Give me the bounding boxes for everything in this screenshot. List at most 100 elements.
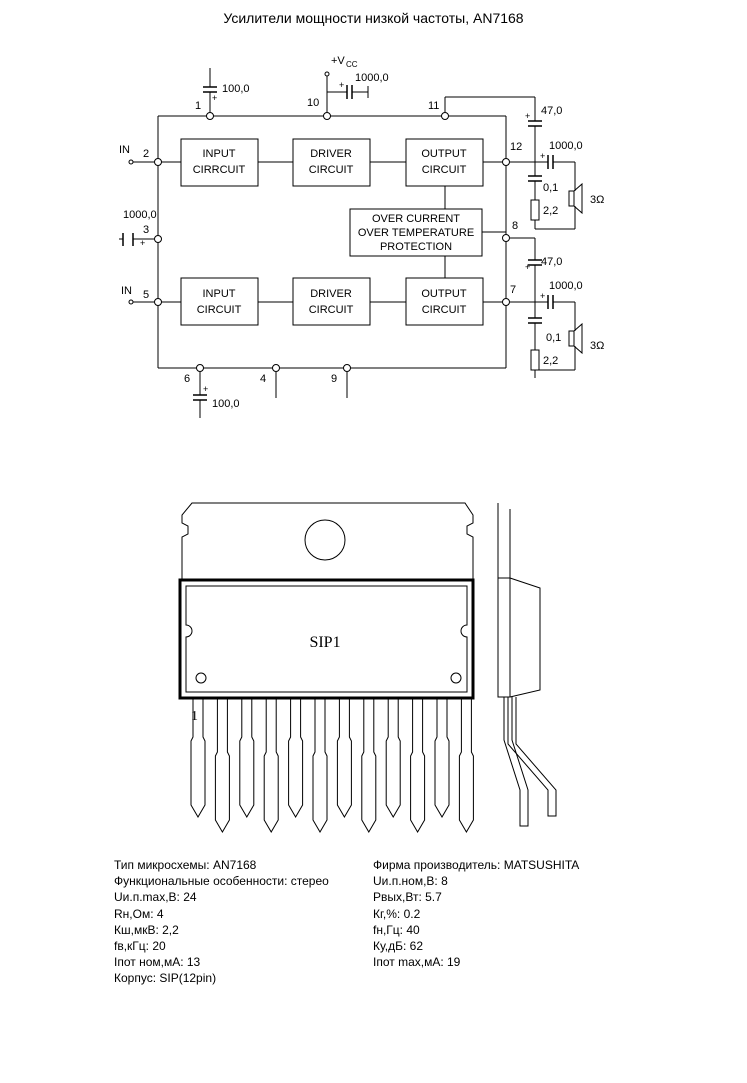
block-label: OVER TEMPERATURE: [358, 227, 474, 239]
pin-10-node: [323, 112, 331, 120]
cap-value: 47,0: [541, 105, 562, 117]
input-circuit-block-top: [180, 138, 259, 187]
package-lead: [190, 698, 206, 818]
svg-text:+: +: [540, 291, 545, 301]
capacitor-pin6: + 100,0: [193, 372, 240, 418]
input-terminal-bottom: [128, 299, 134, 305]
output-circuit-block-bottom: [405, 277, 484, 326]
vcc-supply: +V CC + 1000,0: [324, 55, 389, 112]
block-label: CIRCUIT: [197, 304, 242, 316]
heatsink-tab: [181, 502, 474, 581]
package-lead: [239, 698, 255, 818]
package-lead: [361, 698, 377, 833]
spec-line: Кш,мкВ: 2,2: [114, 922, 179, 937]
mounting-hole: [304, 519, 346, 561]
pin-label: 11: [428, 100, 439, 112]
input-label-top: IN: [119, 144, 130, 156]
package-lead: [458, 698, 474, 833]
pin-label: 1: [195, 100, 201, 112]
spec-line: Кг,%: 0.2: [373, 906, 421, 921]
speaker-value: 3Ω: [590, 194, 604, 206]
cap-value: 0,1: [543, 182, 558, 194]
page-title: Усилители мощности низкой частоты, AN716…: [223, 10, 524, 26]
svg-text:+: +: [525, 111, 530, 121]
capacitor-pin3: + 1000,0: [119, 209, 157, 248]
pin-4-node: [272, 364, 280, 372]
input-label-bottom: IN: [121, 285, 132, 297]
input-circuit-block-bottom: [180, 277, 259, 326]
pin-label: 3: [143, 224, 149, 236]
svg-text:+: +: [203, 384, 208, 394]
specs-left-column: Тип микросхемы: AN7168 Функциональные ос…: [114, 857, 329, 987]
pin-label: 7: [510, 284, 516, 296]
speaker-value: 3Ω: [590, 340, 604, 352]
res-value: 2,2: [543, 205, 558, 217]
package-lead: [410, 698, 426, 833]
pin-label: 4: [260, 373, 266, 385]
block-label: DRIVER: [310, 148, 352, 160]
package-lead: [214, 698, 230, 833]
package-label: SIP1: [309, 634, 340, 651]
pin-8-node: [502, 234, 510, 242]
svg-text:+: +: [339, 80, 344, 90]
block-label: INPUT: [203, 288, 236, 300]
pin-12-node: [502, 158, 510, 166]
spec-line: fн,Гц: 40: [373, 922, 420, 937]
capacitor-pin1: + 100,0: [203, 68, 250, 112]
corner-dot: [195, 672, 207, 684]
spec-line: Iпот max,мА: 19: [373, 955, 461, 970]
block-label: OVER CURRENT: [372, 213, 460, 225]
spec-line: Uи.п.ном,В: 8: [373, 874, 448, 889]
pin-5-node: [154, 298, 162, 306]
input-terminal-top: [128, 159, 134, 165]
block-label: CIRCUIT: [309, 304, 354, 316]
package-lead: [312, 698, 328, 833]
pin-7-node: [502, 298, 510, 306]
package-lead: [434, 698, 450, 818]
spec-line: fв,кГц: 20: [114, 939, 166, 954]
cap-value: 47,0: [541, 256, 562, 268]
spec-line: Iпот ном,мА: 13: [114, 955, 201, 970]
spec-line: Rн,Ом: 4: [114, 906, 164, 921]
package-side-view: [497, 503, 557, 827]
block-label: PROTECTION: [380, 241, 452, 253]
spec-line: Функциональные особенности: стерео: [114, 874, 329, 889]
cap-value: 100,0: [212, 398, 240, 410]
output-network-top: + 47,0 + 1000,0 0,1 2,2 3Ω: [510, 97, 604, 230]
cap-value: 0,1: [546, 332, 561, 344]
output-network-bottom: + 47,0 + 1000,0 0,1 2,2 3Ω: [510, 237, 604, 378]
cap-value: 100,0: [222, 83, 250, 95]
pin-9-node: [343, 364, 351, 372]
spec-line: Корпус: SIP(12pin): [114, 971, 217, 986]
package-lead: [263, 698, 279, 833]
driver-circuit-block-top: [292, 138, 371, 187]
pin-3-node: [154, 235, 162, 243]
driver-circuit-block-bottom: [292, 277, 371, 326]
block-label: INPUT: [203, 148, 236, 160]
speaker-icon: [568, 330, 575, 347]
package-leads: [190, 698, 474, 833]
pin-label: 6: [184, 373, 190, 385]
block-label: DRIVER: [310, 288, 352, 300]
spec-line: Ку,дБ: 62: [373, 939, 424, 954]
res-value: 2,2: [543, 355, 558, 367]
pin-1-node: [206, 112, 214, 120]
pin-11-node: [441, 112, 449, 120]
cap-value: 1000,0: [355, 72, 389, 84]
package-body: [178, 578, 475, 700]
pin1-marker: 1: [191, 709, 198, 724]
pin-6-node: [196, 364, 204, 372]
block-label: CIRCUIT: [309, 164, 354, 176]
spec-line: Тип микросхемы: AN7168: [114, 858, 257, 872]
protection-block: [349, 208, 483, 257]
spec-line: Uи.п.max,В: 24: [114, 890, 197, 905]
block-label: CIRCUIT: [422, 164, 467, 176]
package-lead: [385, 698, 401, 818]
vcc-label: +V: [331, 55, 345, 67]
block-label: CIRCUIT: [422, 304, 467, 316]
schematic: INPUT CIRRCUIT DRIVER CIRCUIT OUTPUT CIR…: [119, 55, 604, 418]
pin-label: 5: [143, 289, 149, 301]
output-circuit-block-top: [405, 138, 484, 187]
svg-text:+: +: [212, 93, 217, 103]
